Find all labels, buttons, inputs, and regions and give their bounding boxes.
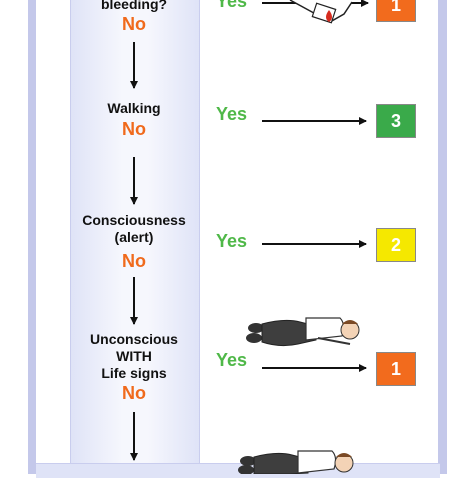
question-walking: Walking xyxy=(107,100,161,116)
answer-no-3: No xyxy=(122,251,146,271)
priority-badge-2: 2 xyxy=(376,228,416,262)
lying-person-illustration xyxy=(246,317,360,347)
question-unconscious-line-3: Life signs xyxy=(101,365,167,381)
answer-yes-1: Yes xyxy=(216,0,248,11)
question-bleeding: bleeding? xyxy=(100,0,168,12)
priority-badge-1: 1 xyxy=(376,0,416,22)
left-frame-bar xyxy=(28,0,36,474)
answer-yes-2: Yes xyxy=(216,104,248,124)
answer-yes-3: Yes xyxy=(216,231,248,251)
question-consciousness: Consciousness (alert) xyxy=(70,212,198,246)
answer-no-2: No xyxy=(122,119,146,139)
bleeding-hand-illustration xyxy=(289,0,353,24)
priority-badge-3: 3 xyxy=(376,104,416,138)
answer-no-1: No xyxy=(122,14,146,34)
answer-yes-4: Yes xyxy=(216,350,248,370)
question-unconscious-line-2: WITH xyxy=(116,348,152,364)
right-frame-bar xyxy=(438,0,447,474)
lying-person-illustration-2 xyxy=(238,450,354,474)
question-unconscious-line-1: Unconscious xyxy=(90,331,178,347)
answer-no-4: No xyxy=(122,383,146,403)
priority-badge-1b: 1 xyxy=(376,352,416,386)
question-consciousness-line-2: (alert) xyxy=(114,229,154,245)
question-unconscious: Unconscious WITH Life signs xyxy=(70,331,198,382)
question-consciousness-line-1: Consciousness xyxy=(82,212,186,228)
